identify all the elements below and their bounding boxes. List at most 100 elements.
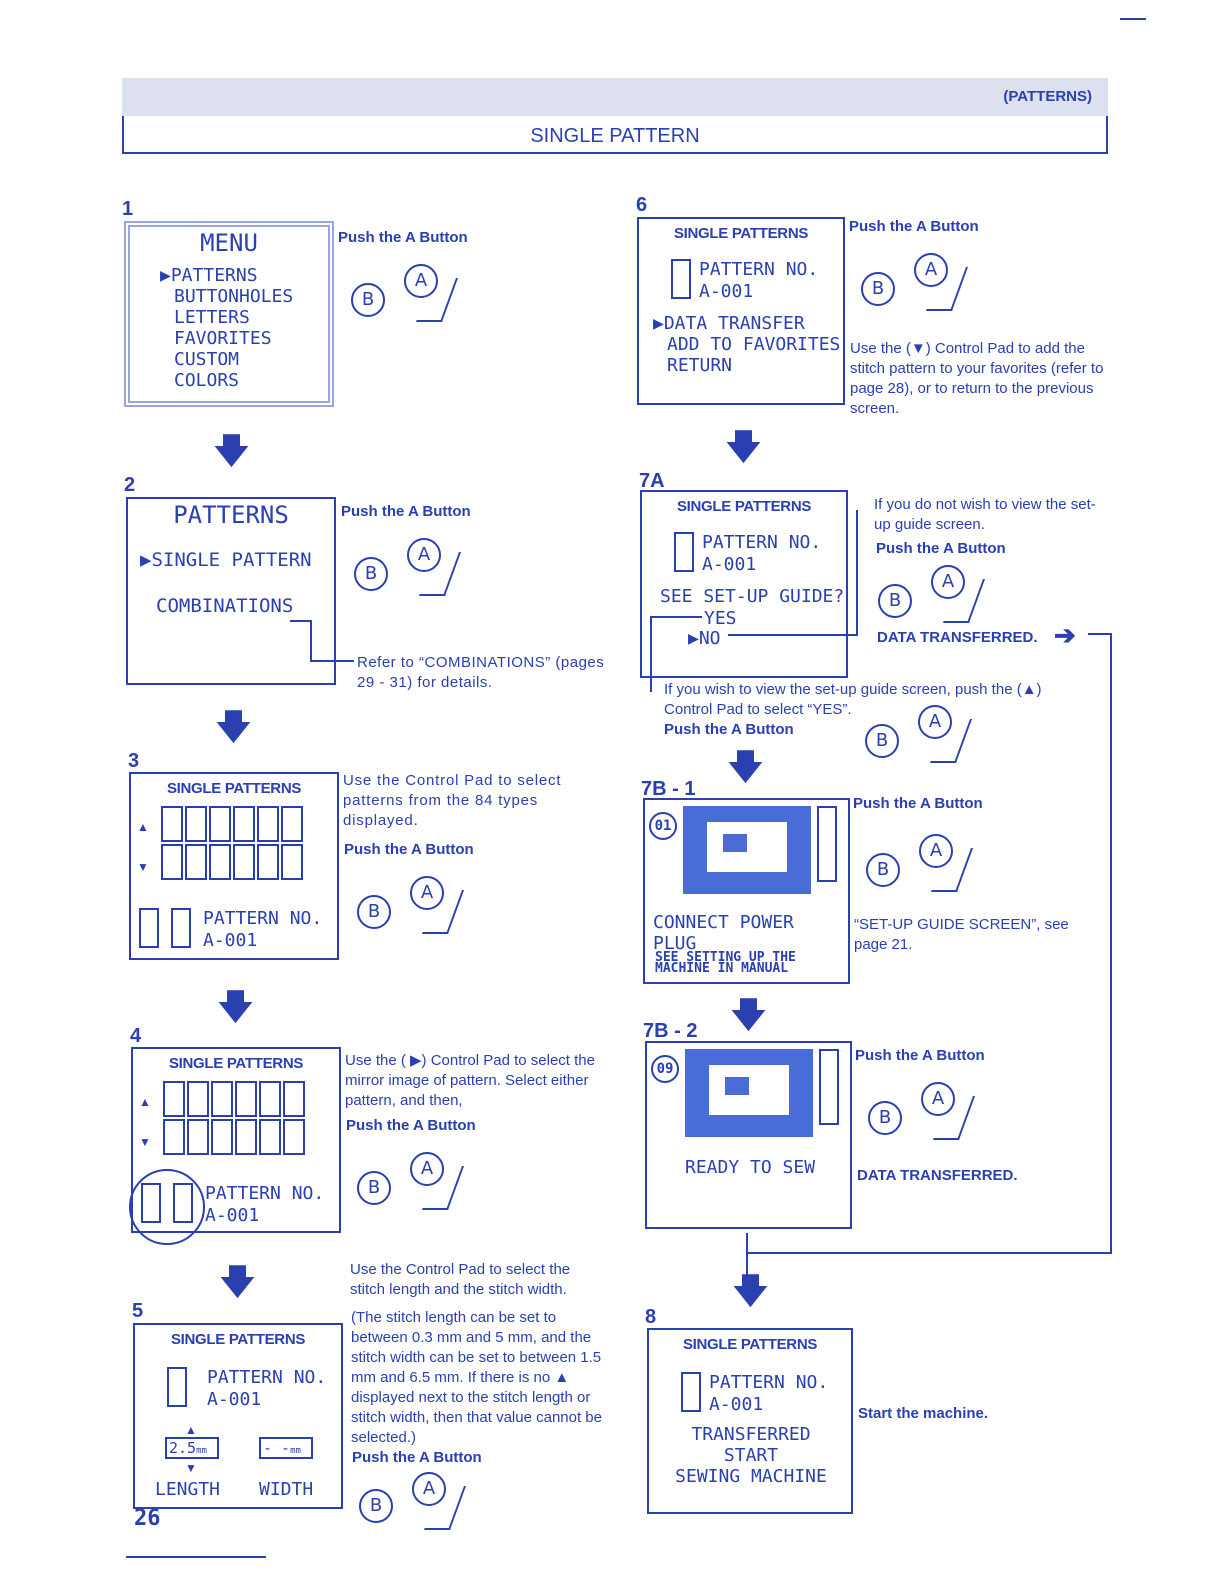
step-7b2-number: 7B - 2 [643, 1020, 698, 1042]
step-badge: 09 [651, 1055, 679, 1083]
pattern-number: PATTERN NO.A-001 [205, 1183, 325, 1226]
a-button-icon: A [410, 1152, 444, 1186]
option-no: ▶NO [688, 628, 721, 649]
step-5-note-1: Use the Control Pad to select the stitch… [350, 1261, 571, 1298]
step-5-push: Push the A Button [352, 1449, 482, 1466]
section-tag: (PATTERNS) [1003, 88, 1092, 105]
sewing-machine-icon [685, 1049, 813, 1137]
leader-line [290, 620, 312, 622]
page-title: SINGLE PATTERN [530, 125, 700, 147]
b-button-icon: B [357, 895, 391, 929]
pattern-box-icon [171, 908, 191, 948]
data-transferred-label: DATA TRANSFERRED. [857, 1167, 1018, 1184]
b-button-icon: B [359, 1489, 393, 1523]
step-7b2-push: Push the A Button [855, 1047, 985, 1064]
down-triangle-icon: ▼ [185, 1461, 197, 1475]
b-button-icon: B [868, 1101, 902, 1135]
b-button-icon: B [866, 853, 900, 887]
lcd-title: SINGLE PATTERNS [676, 498, 812, 515]
lcd-single-patterns-8: SINGLE PATTERNS PATTERN NO.A-001 TRANSFE… [647, 1328, 853, 1514]
step-7a-push-2: Push the A Button [664, 721, 794, 738]
pattern-number: PATTERN NO.A-001 [709, 1372, 829, 1415]
pattern-grid [161, 806, 303, 880]
flow-line [1110, 633, 1112, 1253]
b-button-icon: B [357, 1171, 391, 1205]
step-3-push: Push the A Button [344, 841, 474, 858]
pattern-grid [163, 1081, 305, 1155]
nav-icons [817, 806, 837, 882]
step-4-note: Use the ( ▶) Control Pad to select the m… [345, 1052, 595, 1109]
step-6-number: 6 [636, 194, 648, 216]
lcd-menu: MENU ▶PATTERNS BUTTONHOLES LETTERS FAVOR… [124, 221, 334, 407]
step-7b1-note: “SET-UP GUIDE SCREEN”, see page 21. [854, 916, 1069, 953]
lcd-patterns-title: PATTERNS [173, 501, 289, 529]
pattern-number: PATTERN NO.A-001 [702, 532, 822, 575]
highlight-circle [129, 1169, 205, 1245]
leader-line [310, 660, 354, 662]
lcd-setup-guide-1: 01 CONNECT POWER PLUG SEE SETTING UP THE… [643, 798, 850, 984]
step-6-push: Push the A Button [849, 218, 979, 235]
lcd-options: ▶DATA TRANSFER ADD TO FAVORITES RETURN [653, 313, 841, 376]
pattern-box-icon [681, 1372, 701, 1412]
page-title-box: SINGLE PATTERN [122, 116, 1108, 154]
up-triangle-icon: ▲ [137, 820, 149, 834]
down-triangle-icon: ▼ [137, 860, 149, 874]
lcd-single-patterns-3: SINGLE PATTERNS ▲ ▼ PATTERN NO.A-001 [129, 772, 339, 960]
step-8-note: Start the machine. [858, 1405, 989, 1422]
pattern-box-icon [173, 1183, 193, 1223]
step-1-number: 1 [122, 198, 134, 220]
lcd-title: SINGLE PATTERNS [168, 1055, 304, 1072]
step-5-number: 5 [132, 1300, 144, 1322]
pattern-number: PATTERN NO.A-001 [699, 259, 819, 302]
flow-line [746, 1233, 748, 1287]
up-triangle-icon: ▲ [139, 1095, 151, 1109]
lcd-setup-guide-2: 09 READY TO SEW [645, 1041, 852, 1229]
lcd-title: SINGLE PATTERNS [170, 1331, 306, 1348]
arrow-down-icon: 🡇 [733, 1272, 768, 1310]
lcd-menu-list: ▶PATTERNS BUTTONHOLES LETTERS FAVORITES … [160, 265, 328, 391]
arrow-down-icon: 🡇 [216, 708, 251, 746]
pattern-box-icon [167, 1367, 187, 1407]
b-button-icon: B [351, 283, 385, 317]
step-2-number: 2 [124, 474, 136, 496]
nav-icons [819, 1049, 839, 1125]
lcd-single-patterns-6: SINGLE PATTERNS PATTERN NO.A-001 ▶DATA T… [637, 217, 845, 405]
data-transferred-label: DATA TRANSFERRED. [877, 629, 1038, 646]
step-2-note: Refer to “COMBINATIONS” (pages 29 - 31) … [357, 654, 605, 691]
up-triangle-icon: ▲ [185, 1423, 197, 1437]
sewing-machine-icon [683, 806, 811, 894]
menu-item-colors: COLORS [174, 370, 240, 391]
page-corner-mark [1120, 18, 1146, 20]
step-2-push: Push the A Button [341, 503, 471, 520]
step-4-push: Push the A Button [346, 1117, 476, 1134]
pattern-box-icon [141, 1183, 161, 1223]
a-button-icon: A [914, 253, 948, 287]
lcd-item-single-pattern: ▶SINGLE PATTERN [140, 549, 312, 571]
lcd-line-1: CONNECT POWER PLUG [653, 912, 794, 954]
lcd-menu-title: MENU [200, 229, 258, 257]
arrow-down-icon: 🡇 [218, 988, 253, 1026]
lcd-item-combinations: COMBINATIONS [156, 595, 294, 617]
lcd-single-patterns-5: SINGLE PATTERNS PATTERN NO.A-001 ▲ 2.5mm… [133, 1323, 343, 1509]
arrow-down-icon: 🡇 [220, 1263, 255, 1301]
leader-line [856, 510, 858, 636]
menu-item-custom: CUSTOM [174, 349, 240, 370]
a-button-icon: A [407, 538, 441, 572]
step-5-note-2: (The stitch length can be set to between… [351, 1309, 602, 1446]
arrow-right-icon: ➔ [1054, 620, 1076, 650]
lcd-line-1: READY TO SEW [685, 1157, 816, 1178]
pattern-box-icon [674, 532, 694, 572]
length-value-box: 2.5mm [165, 1437, 219, 1459]
arrow-down-icon: 🡇 [214, 432, 249, 470]
step-8-number: 8 [645, 1306, 657, 1328]
step-1-push: Push the A Button [338, 229, 468, 246]
leader-line [650, 616, 652, 692]
width-label: WIDTH [259, 1479, 314, 1500]
flow-line [746, 1252, 1112, 1254]
b-button-icon: B [861, 272, 895, 306]
flow-line [1088, 633, 1112, 635]
step-6-note: Use the (▼) Control Pad to add the stitc… [850, 340, 1104, 417]
pattern-number: PATTERN NO.A-001 [207, 1367, 327, 1410]
